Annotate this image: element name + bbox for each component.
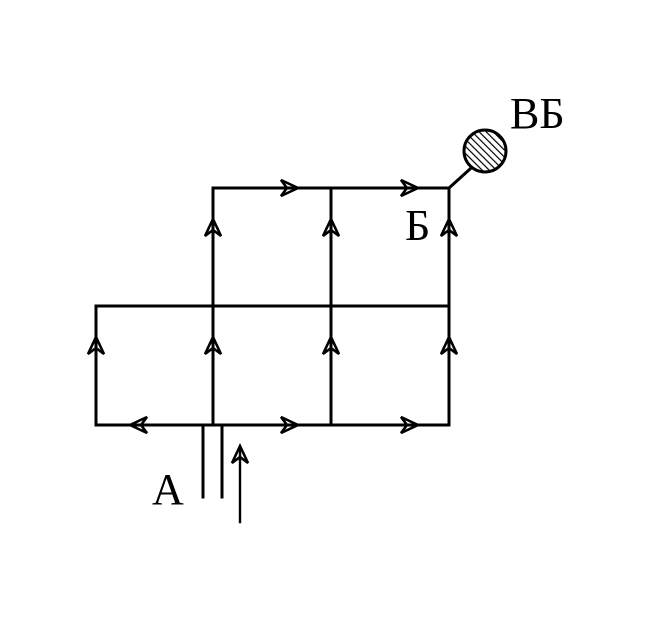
label-entry-a: А [152,465,184,514]
inflow-arrow [230,444,250,524]
label-water-tower: ВБ [510,89,565,138]
tower-connector [446,166,473,191]
network-edges [94,166,473,499]
hatched-circle-water-tower-icon [462,128,508,174]
label-node-b: Б [405,201,430,250]
